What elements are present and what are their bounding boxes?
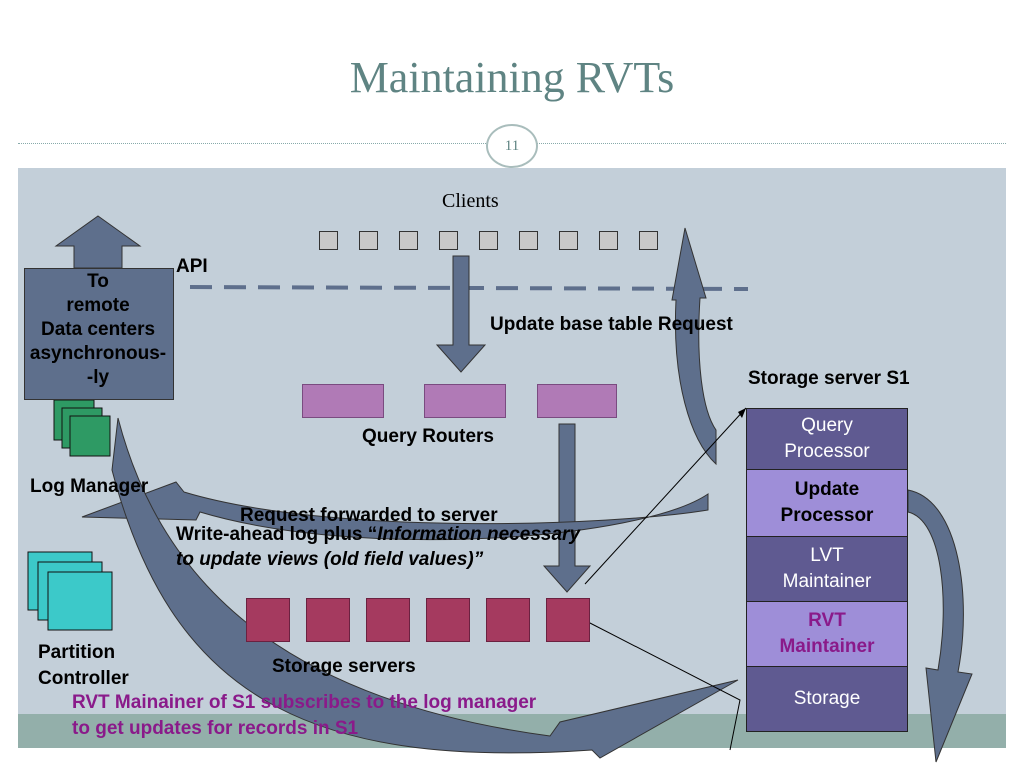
query-processor-cell: Query Processor: [746, 408, 908, 470]
storage-server-box: [366, 598, 410, 642]
header-divider-left: [18, 143, 486, 144]
response-curved-arrow-icon: [671, 227, 717, 466]
remote-label: To remote Data centers asynchronous- -ly: [29, 271, 167, 388]
client-box: [519, 231, 538, 250]
server-pointer-line: [584, 407, 747, 585]
partition-controller-label: Partition Controller: [38, 642, 129, 689]
client-box: [439, 231, 458, 250]
request-forwarded-label: Request forwarded to server: [240, 505, 498, 526]
api-label: API: [176, 256, 208, 277]
query-router-box: [537, 384, 617, 418]
client-box: [399, 231, 418, 250]
client-box: [359, 231, 378, 250]
storage-server-box: [246, 598, 290, 642]
client-box: [319, 231, 338, 250]
client-box: [559, 231, 578, 250]
rvt-note: RVT Mainainer of S1 subscribes to the lo…: [72, 692, 537, 739]
write-ahead-label-line2: to update views (old field values)”: [176, 549, 484, 570]
forward-down-arrow-icon: [542, 423, 592, 593]
subscribe-curved-arrow-icon: [111, 417, 739, 759]
lvt-maintainer-cell: LVT Maintainer: [746, 536, 908, 602]
request-down-arrow-icon: [435, 255, 487, 373]
query-router-box: [302, 384, 384, 418]
update-processor-cell: Update Processor: [746, 469, 908, 537]
storage-server-box: [426, 598, 470, 642]
query-routers-label: Query Routers: [362, 426, 494, 447]
remote-box: [24, 268, 174, 400]
storage-server-box: [546, 598, 590, 642]
client-box: [479, 231, 498, 250]
log-manager-label: Log Manager: [30, 476, 149, 497]
remote-up-arrow-icon: [54, 215, 142, 269]
clients-label: Clients: [442, 190, 499, 212]
storage-cell: Storage: [746, 666, 908, 732]
update-request-label: Update base table Request: [490, 314, 733, 335]
slide-number: 11: [486, 124, 538, 168]
query-router-box: [424, 384, 506, 418]
storage-server-box: [306, 598, 350, 642]
write-ahead-label: Write-ahead log plus “Information necess…: [176, 524, 581, 545]
header-divider-right: [536, 143, 1006, 144]
rvt-maintainer-cell: RVT Maintainer: [746, 601, 908, 667]
storage-pointer-line: [587, 621, 741, 751]
server-pointer-arrowhead-icon: [738, 408, 746, 418]
storage-server-box: [486, 598, 530, 642]
slide-title: Maintaining RVTs: [349, 53, 675, 102]
client-box: [639, 231, 658, 250]
update-down-curved-arrow-icon: [907, 489, 973, 763]
storage-server-label: Storage server S1: [748, 368, 910, 389]
storage-servers-label: Storage servers: [272, 656, 416, 677]
client-box: [599, 231, 618, 250]
